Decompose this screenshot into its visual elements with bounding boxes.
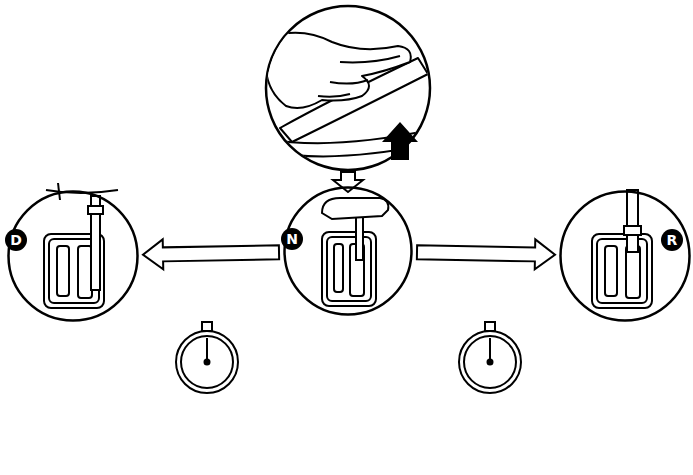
circle-border <box>285 188 412 315</box>
flow-arrow <box>417 239 555 269</box>
view-circle: D <box>7 190 139 322</box>
position-letter: R <box>661 229 683 251</box>
shifter-neutral <box>322 198 388 306</box>
shifter-reverse <box>592 190 652 308</box>
stopwatch <box>176 322 238 393</box>
circle-border <box>9 192 138 321</box>
view-circle: N <box>283 186 413 316</box>
view-circle: R <box>559 190 691 322</box>
circle-outline <box>283 186 413 316</box>
position-letter: N <box>281 228 303 250</box>
circle-outline <box>559 190 691 322</box>
circle-outline <box>7 190 139 322</box>
circle-border <box>561 192 690 321</box>
position-letter: D <box>5 229 27 251</box>
parking-brake-view <box>262 6 440 170</box>
stopwatch <box>459 322 521 393</box>
flow-arrow <box>143 239 279 269</box>
